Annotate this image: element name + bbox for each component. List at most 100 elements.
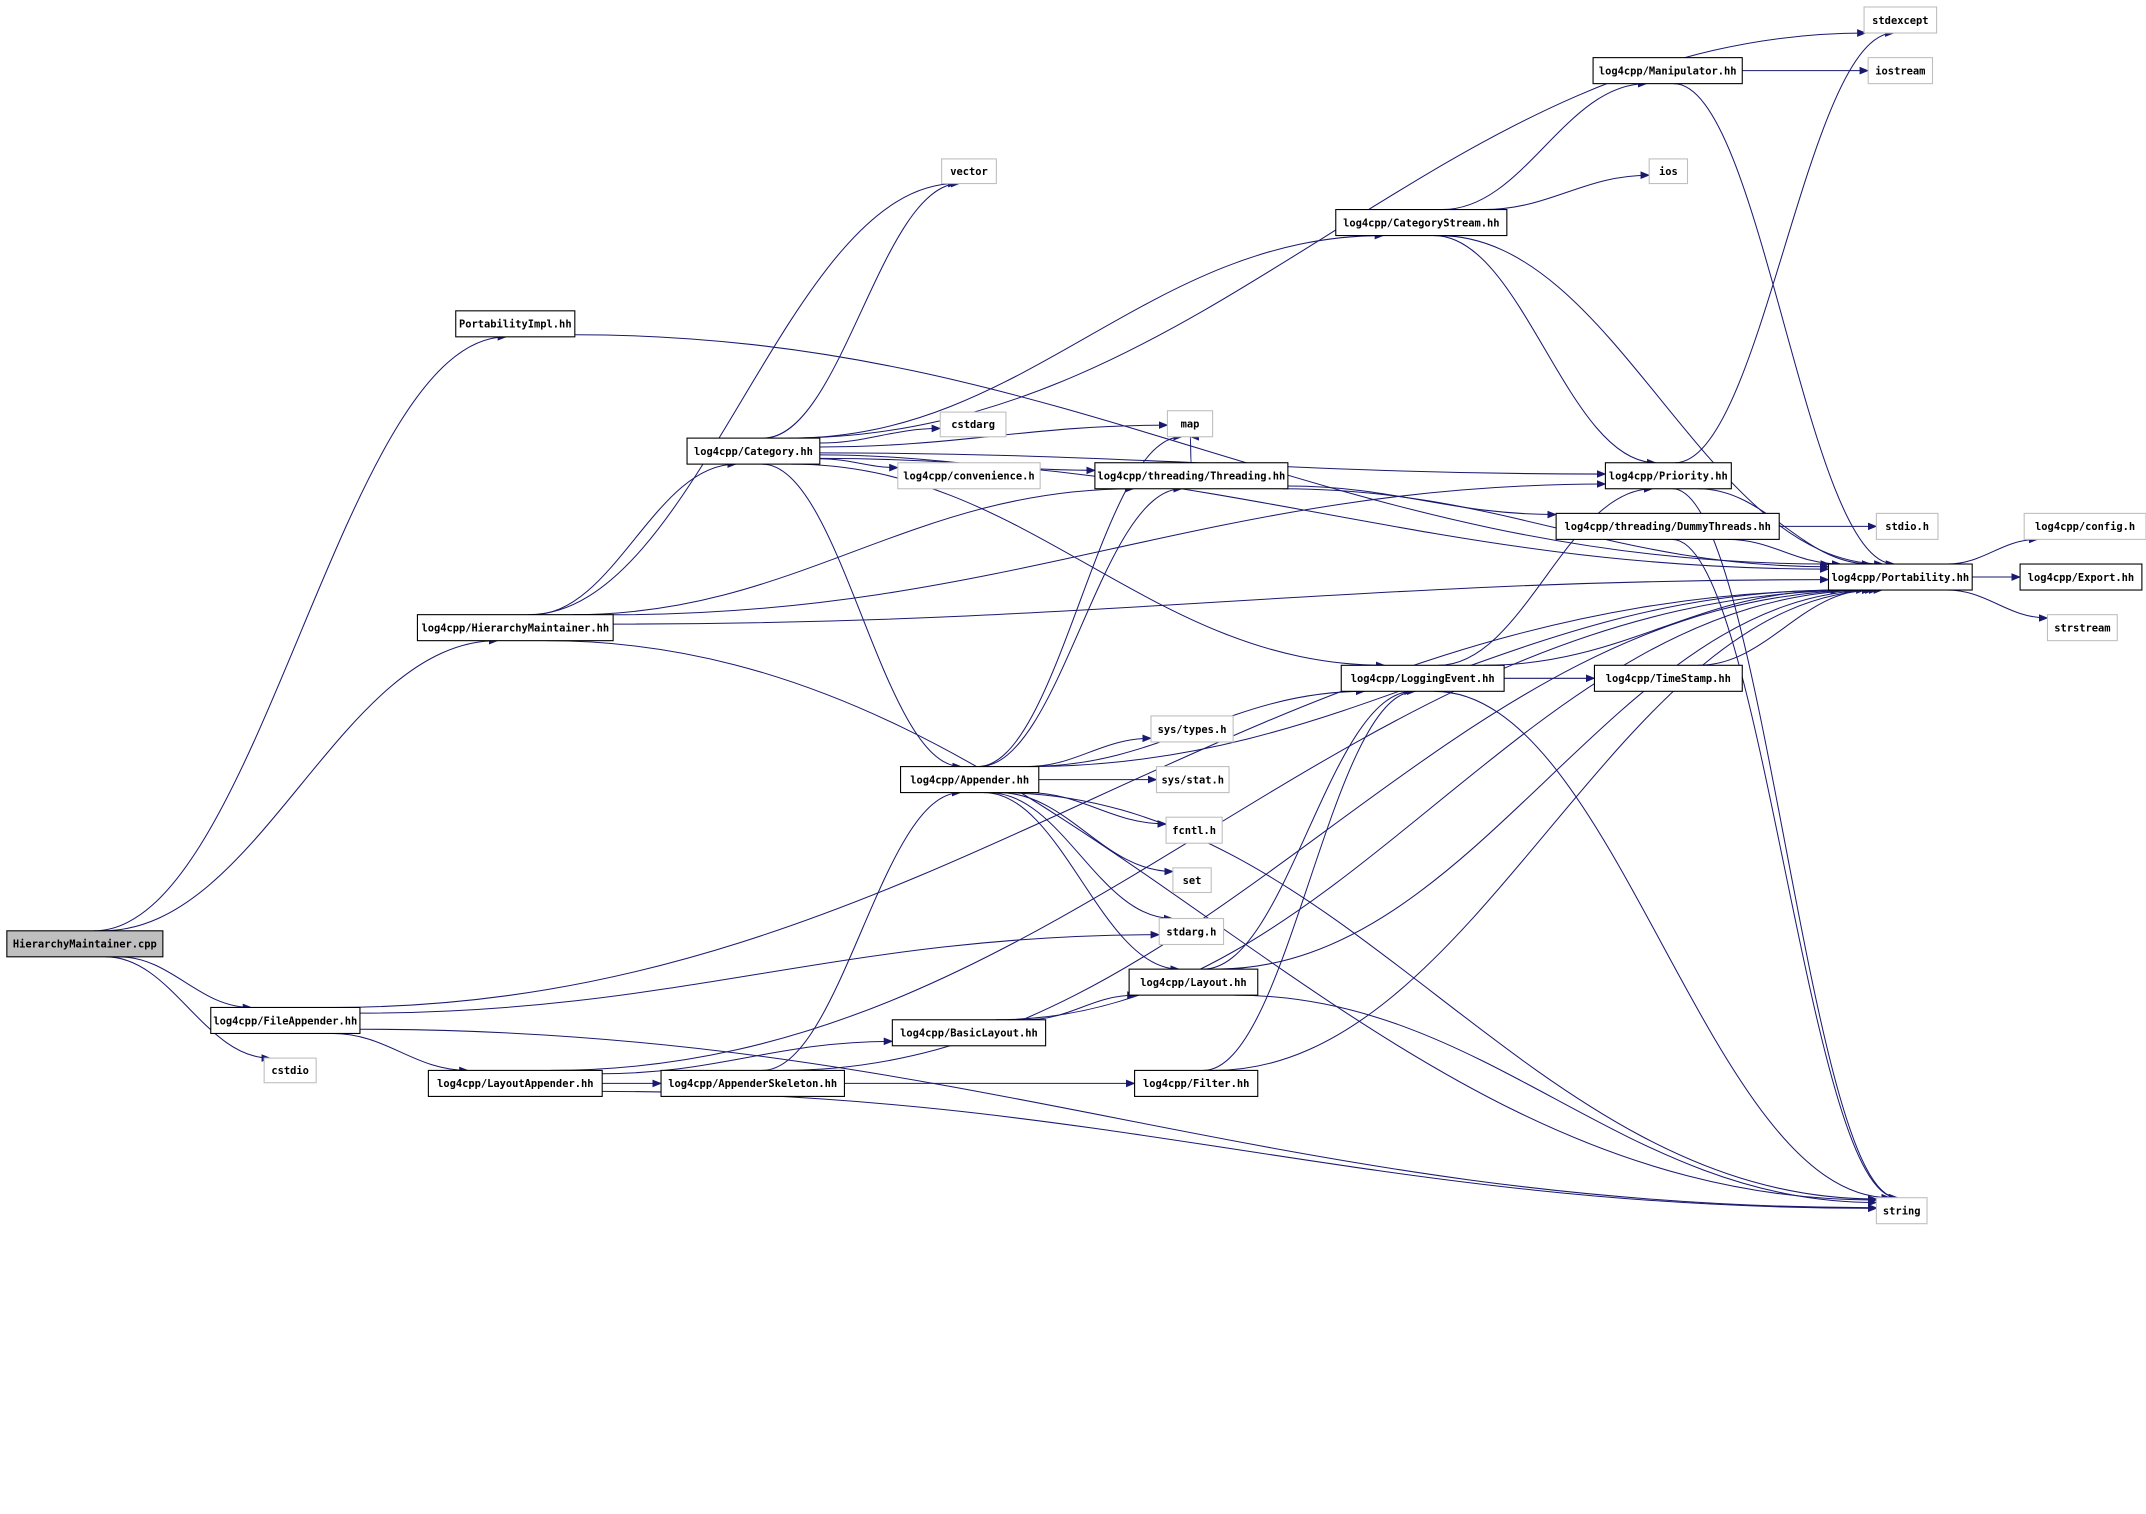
edge-appender-to-set bbox=[998, 792, 1174, 876]
node-cpp[interactable]: HierarchyMaintainer.cpp bbox=[6, 930, 164, 958]
edge-filter-to-portability bbox=[1214, 586, 1884, 1071]
edge-portability-to-config bbox=[1947, 535, 2039, 565]
node-box bbox=[1863, 6, 1938, 34]
node-box bbox=[210, 1006, 361, 1035]
edge-cpp-to-hmhh bbox=[102, 636, 499, 932]
node-label: iostream bbox=[1875, 65, 1925, 77]
node-appskel[interactable]: log4cpp/AppenderSkeleton.hh bbox=[660, 1069, 845, 1097]
node-label: strstream bbox=[2054, 622, 2110, 634]
node-catstream[interactable]: log4cpp/CategoryStream.hh bbox=[1335, 209, 1508, 237]
edge-cpp-to-fileapp bbox=[118, 956, 253, 1012]
node-export[interactable]: log4cpp/Export.hh bbox=[2019, 563, 2143, 591]
node-convenience: log4cpp/convenience.h bbox=[897, 462, 1041, 490]
node-config: log4cpp/config.h bbox=[2023, 512, 2146, 540]
node-category[interactable]: log4cpp/Category.hh bbox=[686, 437, 821, 465]
node-label: log4cpp/Portability.hh bbox=[1832, 572, 1970, 584]
edge-priority-to-stdexcept bbox=[1674, 29, 1895, 464]
node-timestamp[interactable]: log4cpp/TimeStamp.hh bbox=[1593, 664, 1743, 692]
edge-layoutapp-to-string bbox=[602, 1090, 1878, 1213]
node-label: log4cpp/convenience.h bbox=[903, 471, 1034, 483]
edge-appender-to-map bbox=[977, 432, 1183, 768]
edge-pimpl-to-portability bbox=[574, 334, 1831, 568]
node-label: map bbox=[1181, 419, 1200, 431]
edge-appender-to-systypes bbox=[1026, 734, 1152, 768]
node-portability[interactable]: log4cpp/Portability.hh bbox=[1827, 563, 1973, 591]
node-box bbox=[897, 462, 1041, 490]
node-box bbox=[2046, 614, 2118, 642]
node-label: PortabilityImpl.hh bbox=[459, 319, 572, 331]
node-box bbox=[1172, 867, 1212, 894]
node-label: stdarg.h bbox=[1166, 926, 1216, 938]
node-layout[interactable]: log4cpp/Layout.hh bbox=[1128, 968, 1259, 996]
node-priority[interactable]: log4cpp/Priority.hh bbox=[1604, 462, 1732, 490]
node-box bbox=[1648, 158, 1689, 185]
node-logevent[interactable]: log4cpp/LoggingEvent.hh bbox=[1340, 664, 1505, 692]
node-label: log4cpp/TimeStamp.hh bbox=[1606, 673, 1731, 685]
node-fileapp[interactable]: log4cpp/FileAppender.hh bbox=[210, 1006, 361, 1035]
edge-appender-to-stdarg bbox=[988, 792, 1174, 923]
node-stdexcept: stdexcept bbox=[1863, 6, 1938, 34]
node-label: log4cpp/Priority.hh bbox=[1609, 471, 1728, 483]
edge-layout-to-portability bbox=[1216, 586, 1879, 970]
edge-fileapp-to-string bbox=[359, 1028, 1878, 1212]
node-basiclayout[interactable]: log4cpp/BasicLayout.hh bbox=[891, 1019, 1047, 1047]
edge-hmhh-to-threading bbox=[573, 484, 1135, 616]
edge-hmhh-to-vector bbox=[528, 179, 958, 616]
node-appender[interactable]: log4cpp/Appender.hh bbox=[900, 766, 1040, 794]
edge-logevent-to-string bbox=[1434, 690, 1891, 1202]
edge-catstream-to-manip bbox=[1442, 79, 1648, 211]
edge-filter-to-logevent bbox=[1203, 687, 1417, 1071]
node-stdarg: stdarg.h bbox=[1158, 917, 1225, 946]
node-box bbox=[660, 1069, 845, 1097]
node-box bbox=[1165, 816, 1223, 844]
edge-category-to-catstream bbox=[791, 231, 1385, 439]
node-label: log4cpp/Export.hh bbox=[2028, 572, 2134, 584]
node-label: vector bbox=[950, 166, 988, 178]
node-filter[interactable]: log4cpp/Filter.hh bbox=[1134, 1069, 1259, 1097]
node-dummy[interactable]: log4cpp/threading/DummyThreads.hh bbox=[1555, 512, 1780, 540]
node-label: log4cpp/AppenderSkeleton.hh bbox=[668, 1078, 837, 1090]
node-string: string bbox=[1875, 1197, 1928, 1225]
node-ios: ios bbox=[1648, 158, 1689, 185]
node-label: stdexcept bbox=[1872, 15, 1928, 27]
node-box bbox=[1592, 57, 1743, 85]
node-label: log4cpp/threading/DummyThreads.hh bbox=[1564, 521, 1770, 533]
edge-dummy-to-portability bbox=[1727, 538, 1842, 568]
node-box bbox=[1555, 512, 1780, 540]
node-box bbox=[2023, 512, 2146, 540]
node-box bbox=[1128, 968, 1259, 996]
node-label: ios bbox=[1659, 166, 1678, 178]
edge-basiclayout-to-layout bbox=[1026, 991, 1137, 1021]
node-box bbox=[900, 766, 1040, 794]
node-label: log4cpp/Layout.hh bbox=[1140, 977, 1246, 989]
node-threading[interactable]: log4cpp/threading/Threading.hh bbox=[1094, 462, 1289, 490]
edge-category-to-convenience bbox=[819, 458, 899, 472]
node-label: log4cpp/FileAppender.hh bbox=[213, 1015, 357, 1027]
edge-layoutapp-to-basiclayout bbox=[602, 1037, 894, 1075]
node-label: string bbox=[1883, 1206, 1921, 1218]
node-label: sys/types.h bbox=[1158, 724, 1227, 736]
node-box bbox=[891, 1019, 1047, 1047]
node-layoutapp[interactable]: log4cpp/LayoutAppender.hh bbox=[427, 1069, 603, 1097]
node-box bbox=[1335, 209, 1508, 237]
node-label: set bbox=[1183, 875, 1202, 887]
node-box bbox=[1150, 715, 1234, 743]
edge-appender-to-layout bbox=[984, 792, 1181, 973]
edge-threading-to-portability bbox=[1282, 488, 1830, 571]
node-box bbox=[263, 1057, 317, 1084]
node-box bbox=[1867, 57, 1934, 85]
edge-threading-to-map bbox=[1189, 433, 1200, 464]
node-label: log4cpp/Appender.hh bbox=[910, 774, 1029, 786]
node-box bbox=[455, 310, 576, 338]
node-manip[interactable]: log4cpp/Manipulator.hh bbox=[1592, 57, 1743, 85]
node-pimpl[interactable]: PortabilityImpl.hh bbox=[455, 310, 576, 338]
node-label: fcntl.h bbox=[1172, 825, 1216, 837]
node-vector: vector bbox=[941, 158, 997, 185]
edge-fileapp-to-stdarg bbox=[359, 930, 1161, 1014]
node-hmhh[interactable]: log4cpp/HierarchyMaintainer.hh bbox=[416, 614, 614, 642]
edge-appender-to-string bbox=[997, 792, 1878, 1203]
node-box bbox=[1155, 766, 1230, 794]
node-label: log4cpp/LoggingEvent.hh bbox=[1351, 673, 1495, 685]
edge-manip-to-portability bbox=[1673, 83, 1896, 568]
edge-category-to-appender bbox=[761, 463, 963, 771]
